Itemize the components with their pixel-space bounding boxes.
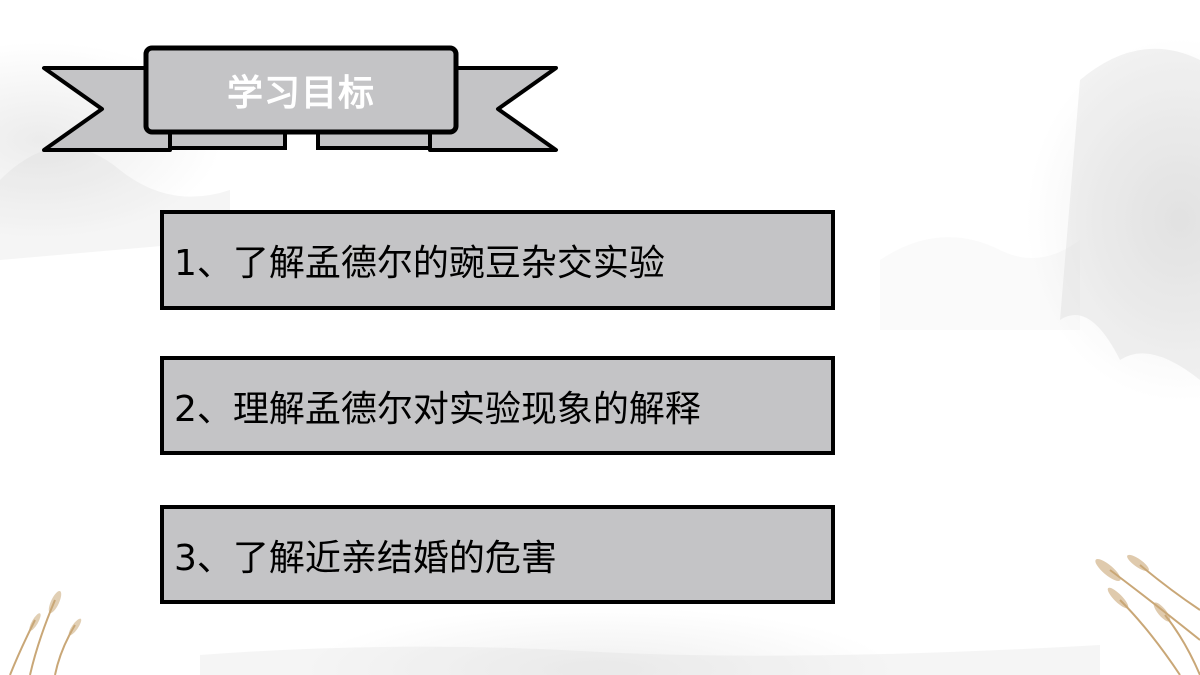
goal-item-2: 2、理解孟德尔对实验现象的解释	[160, 356, 835, 455]
reed-left-decoration	[9, 599, 76, 675]
goal-item-1: 1、了解孟德尔的豌豆杂交实验	[160, 210, 835, 310]
goal-item-3: 3、了解近亲结婚的危害	[160, 505, 835, 604]
reed-right-decoration	[1109, 564, 1200, 675]
page-title: 学习目标	[226, 73, 375, 114]
